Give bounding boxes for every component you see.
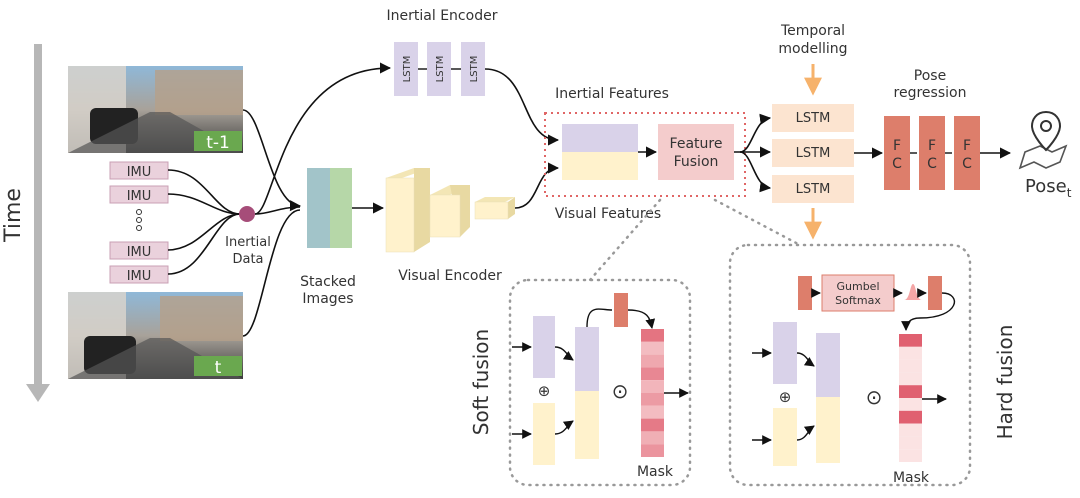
inertial-data-node [239, 206, 255, 222]
soft-odot: ⊙ [612, 379, 629, 403]
pose-output-text: Pose [1025, 176, 1067, 197]
inertial-lstm-1: LSTM [402, 56, 413, 83]
soft-fusion-content: ⊕ ⊙ Mask [512, 293, 689, 480]
frame-prev: t-1 [68, 66, 243, 153]
imu-label-4: IMU [127, 269, 152, 284]
soft-oplus: ⊕ [538, 382, 551, 400]
soft-mask-cell-2 [641, 341, 664, 355]
hard-mask-cell-2 [899, 346, 922, 360]
visual-feature-block [562, 152, 638, 180]
temporal-lstm: LSTM LSTM LSTM [772, 104, 854, 203]
stacked-images [307, 168, 352, 248]
hard-mask-cell-8 [899, 423, 922, 437]
soft-fusion-panel [508, 278, 692, 487]
hard-mask-cell-10 [899, 449, 922, 462]
distribution-icon [904, 284, 922, 300]
inertial-encoder-title: Inertial Encoder [387, 8, 498, 24]
gumbel-label-1: Gumbel [836, 280, 879, 293]
inertial-data-label-1: Inertial [225, 235, 271, 250]
fc2-f: F [928, 138, 936, 154]
temporal-title-1: Temporal [780, 23, 845, 39]
soft-mask-cell-6 [641, 393, 664, 406]
fc2-c: C [927, 156, 937, 172]
hard-fusion-content: Gumbel Softmax ⊕ ⊙ Mask [752, 274, 956, 486]
imu-label-1: IMU [127, 165, 152, 180]
hard-odot: ⊙ [866, 385, 883, 409]
inertial-data-label-2: Data [232, 252, 263, 267]
frame-prev-label: t-1 [206, 133, 230, 153]
hard-fusion-label: Hard fusion [993, 325, 1017, 440]
pose-regression-title-1: Pose [914, 68, 946, 84]
input-connectors [242, 62, 392, 337]
time-axis: Time [1, 44, 50, 402]
hard-mask-cell-9 [899, 436, 922, 450]
hard-oplus: ⊕ [779, 388, 792, 406]
hard-mask-cell-3 [899, 359, 922, 373]
inertial-feature-block [562, 124, 638, 152]
hard-mask-cell-6 [899, 398, 922, 411]
gumbel-softmax-box [821, 274, 895, 312]
visual-encoder [385, 168, 515, 253]
temporal-title-2: modelling [778, 41, 847, 57]
hard-mask-cell-7 [899, 410, 922, 424]
soft-mask-cell-1 [641, 329, 664, 342]
zoom-lines [588, 198, 802, 282]
imu-stack: IMU IMU IMU IMU [109, 161, 169, 284]
soft-mask-cell-10 [641, 444, 664, 457]
feature-fusion-box [658, 124, 734, 180]
soft-mask-cell-7 [641, 405, 664, 419]
hard-mask-cell-5 [899, 385, 922, 398]
hard-mask-cell-1 [899, 334, 922, 347]
imu-label-3: IMU [127, 245, 152, 260]
pose-regression-title-2: regression [894, 85, 967, 101]
frame-curr: t [68, 292, 243, 379]
temporal-lstm-2: LSTM [796, 146, 831, 161]
stacked-images-label-2: Images [302, 291, 353, 307]
fusion-to-lstm [734, 113, 772, 193]
frame-curr-label: t [215, 358, 222, 378]
pose-output-label: Poset [1025, 176, 1072, 200]
gumbel-label-2: Softmax [835, 294, 881, 307]
temporal-lstm-1: LSTM [796, 111, 831, 126]
time-label: Time [1, 188, 26, 243]
feature-fusion-label-2: Fusion [674, 154, 719, 170]
visual-features-label: Visual Features [555, 206, 661, 222]
hard-mask [899, 334, 922, 462]
hard-mask-label: Mask [893, 470, 930, 486]
soft-mask-label: Mask [637, 464, 674, 480]
imu-connectors [167, 169, 241, 275]
inertial-encoder: LSTM LSTM LSTM [394, 42, 485, 96]
inertial-features-label: Inertial Features [555, 86, 669, 102]
hard-fusion-panel [728, 243, 972, 487]
fc1-f: F [893, 138, 901, 154]
fc3-f: F [963, 138, 971, 154]
inertial-lstm-2: LSTM [435, 56, 446, 83]
soft-mask-cell-5 [641, 380, 664, 393]
pose-regression: F C F C F C [884, 116, 980, 190]
soft-fusion-label: Soft fusion [469, 329, 493, 435]
map-pin-icon [1018, 110, 1068, 170]
soft-mask [641, 329, 664, 457]
pose-output-subscript: t [1067, 186, 1072, 200]
feature-fusion-label-1: Feature [670, 136, 723, 152]
inertial-lstm-3: LSTM [469, 56, 480, 83]
fc1-c: C [892, 156, 902, 172]
soft-mask-cell-4 [641, 367, 664, 381]
fc3-c: C [962, 156, 972, 172]
visual-encoder-label: Visual Encoder [398, 268, 502, 284]
soft-mask-cell-8 [641, 418, 664, 432]
soft-mask-cell-9 [641, 431, 664, 445]
stacked-images-label-1: Stacked [300, 274, 356, 290]
imu-label-2: IMU [127, 189, 152, 204]
hard-mask-cell-4 [899, 372, 922, 386]
soft-mask-cell-3 [641, 354, 664, 368]
temporal-lstm-3: LSTM [796, 182, 831, 197]
